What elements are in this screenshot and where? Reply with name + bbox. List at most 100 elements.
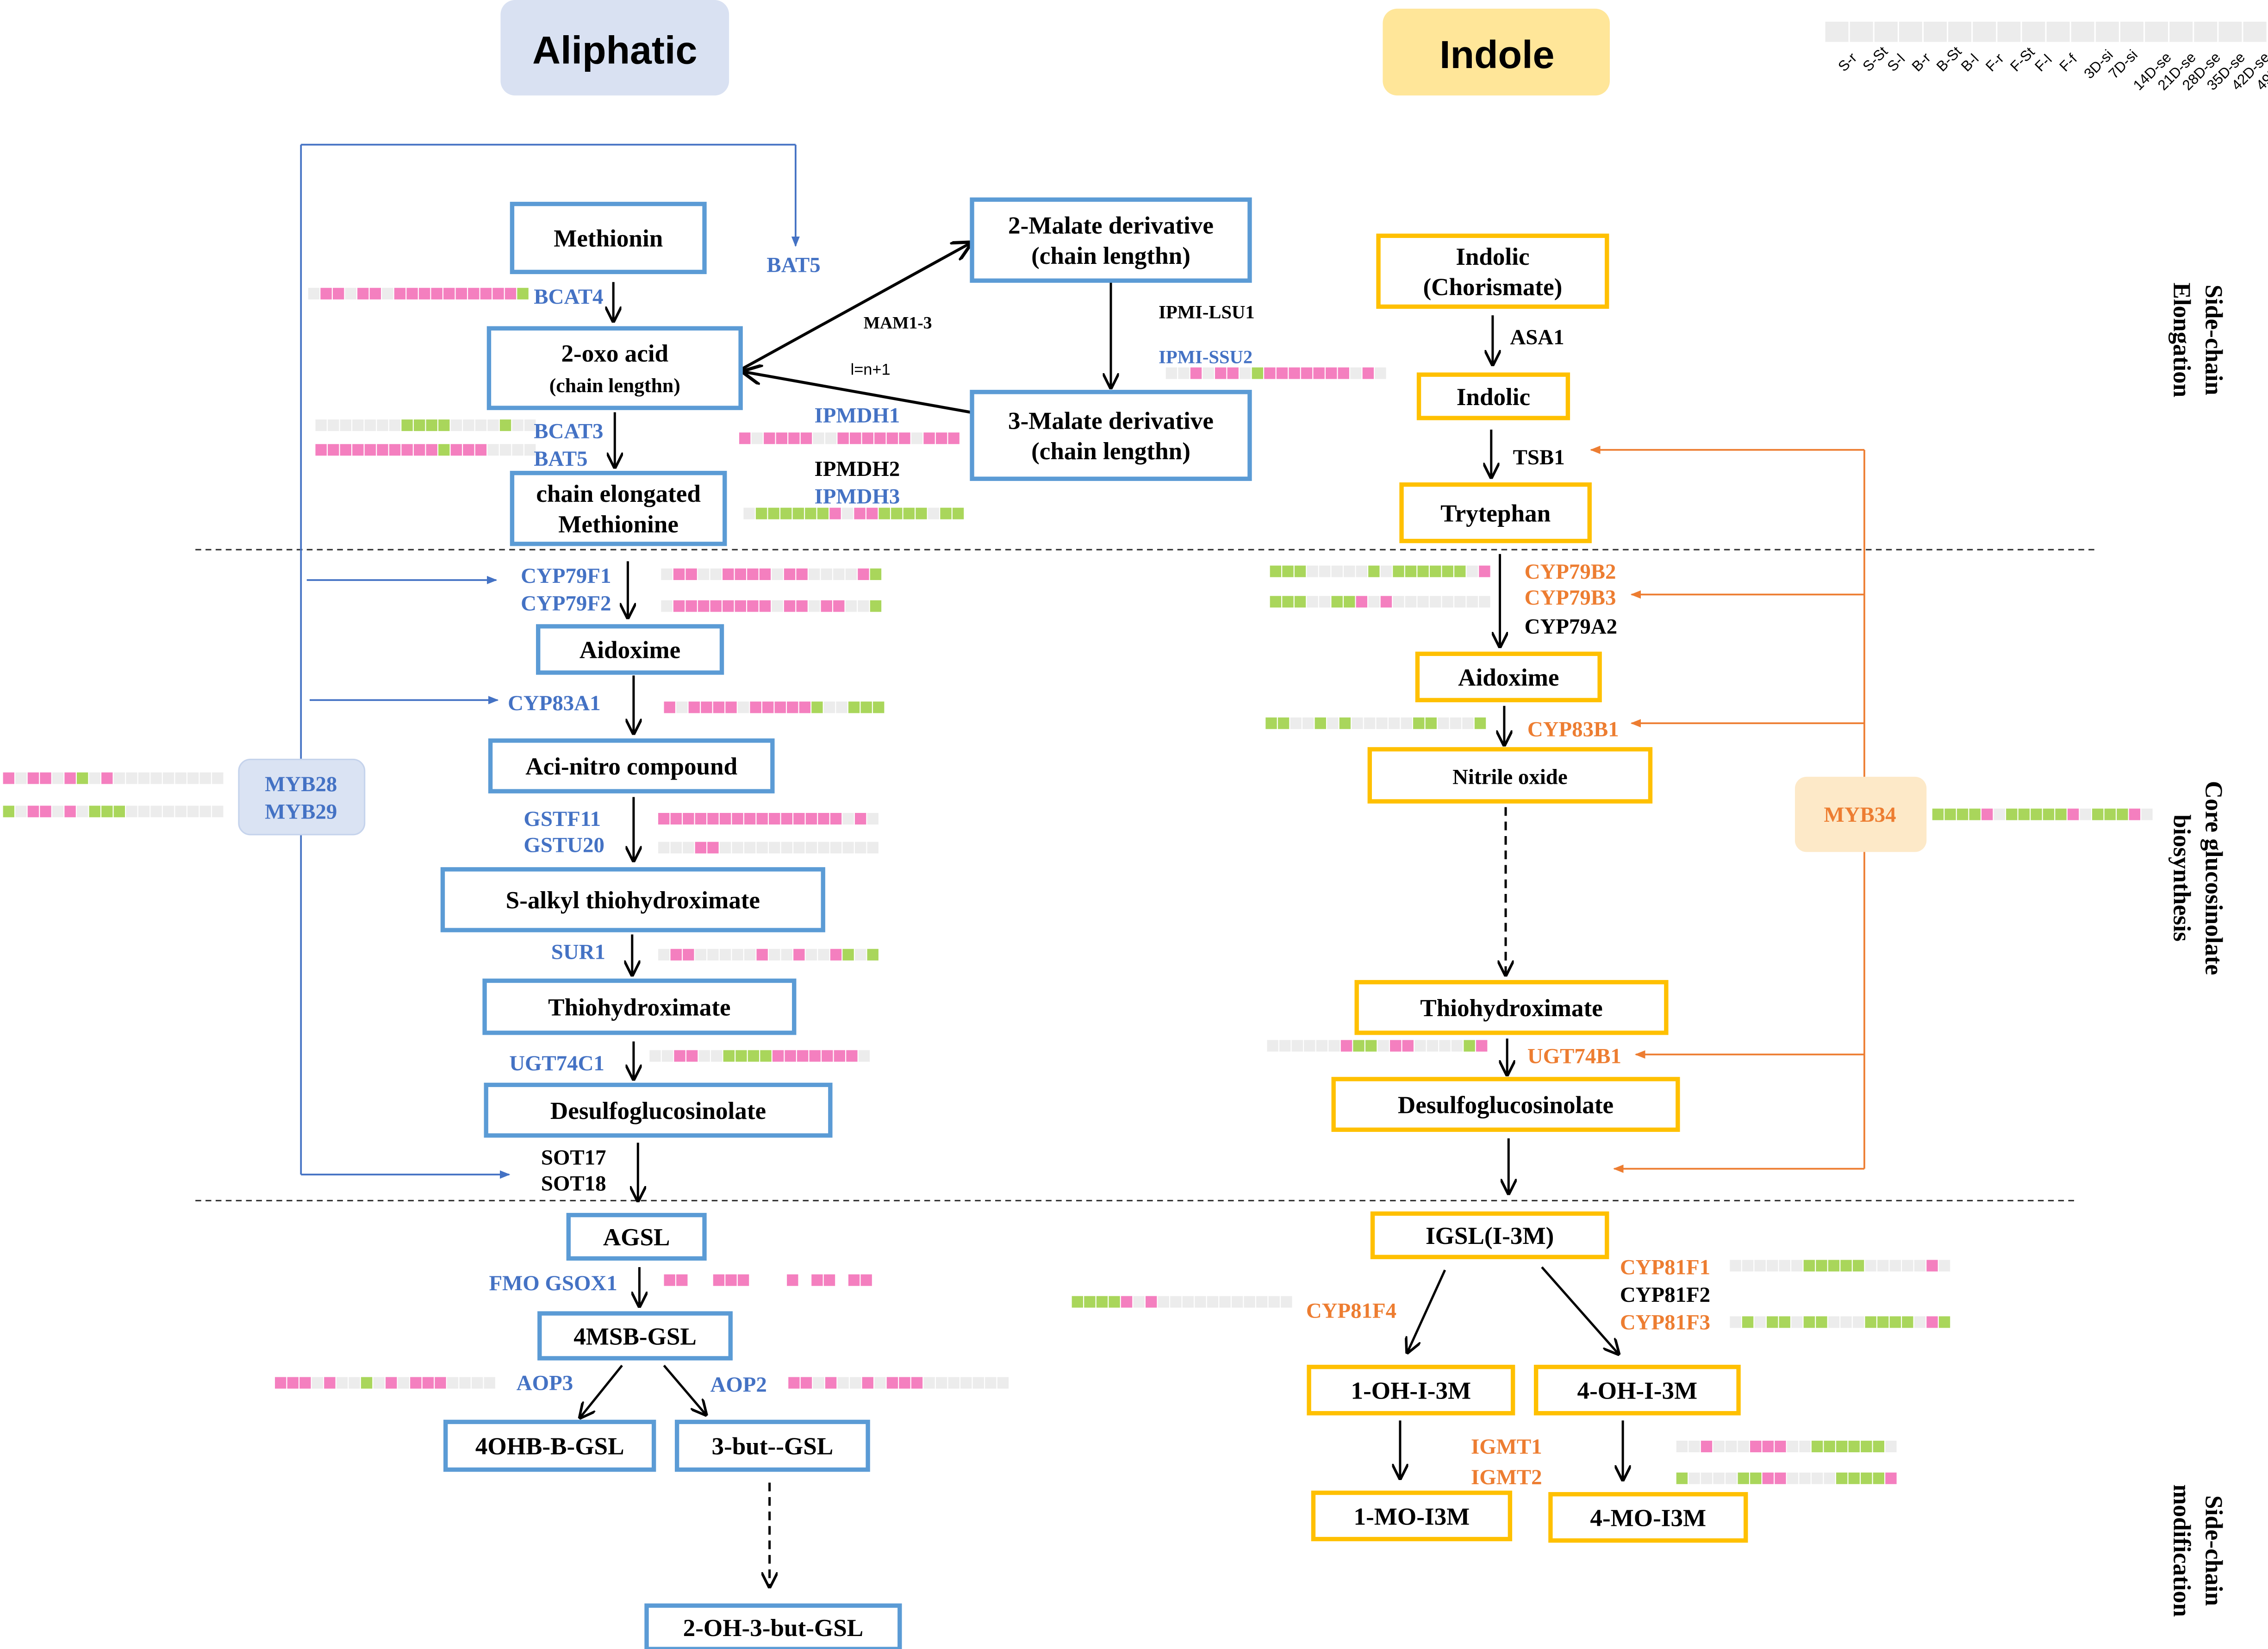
- gene-sur1-heatmap-cell: [805, 949, 817, 961]
- gene-myb29-heatmap-cell: [138, 806, 150, 818]
- gene-myb28-heatmap-cell: [52, 772, 64, 784]
- gene-ugt74b1-heatmap-cell: [1291, 1040, 1303, 1052]
- gene-aop3-heatmap-cell: [398, 1377, 409, 1389]
- gene-fmo-gsox1-heatmap-cell: [688, 1274, 700, 1286]
- node-oxo-acid-label: (chain lengthn): [549, 375, 680, 397]
- gene-ipmi-ssu2-heatmap-cell: [1203, 367, 1214, 379]
- gene-igmt1-heatmap-cell: [1873, 1441, 1885, 1453]
- gene-bcat3-heatmap-cell: [413, 419, 425, 431]
- gene-fmo-gsox1-heatmap-cell: [848, 1274, 860, 1286]
- gene-aop2-heatmap-cell: [972, 1377, 984, 1389]
- legend-cell: [2022, 21, 2045, 42]
- gene-igmt2-heatmap-cell: [1725, 1472, 1737, 1484]
- gene-aop2-heatmap-cell: [923, 1377, 935, 1389]
- gene-myb34-heatmap-cell: [2055, 808, 2067, 820]
- node-mo1-label: 1-MO-I3M: [1354, 1503, 1470, 1530]
- gene-igmt1-heatmap-cell: [1750, 1441, 1762, 1453]
- gene-ipmdh2-label: IPMDH2: [814, 457, 900, 481]
- gene-aop2-heatmap-cell: [899, 1377, 910, 1389]
- gene-cyp79f2-heatmap-cell: [673, 600, 685, 612]
- gene-ipmdh1-heatmap-cell: [874, 432, 886, 444]
- gene-cyp79b2-heatmap-cell: [1282, 565, 1294, 577]
- gene-bcat3-heatmap-cell: [475, 419, 487, 431]
- gene-cyp83a1-heatmap-cell: [873, 701, 885, 713]
- gene-ugt74c1-heatmap-cell: [822, 1050, 833, 1062]
- gene-cyp79b3-heatmap-cell: [1380, 596, 1392, 608]
- gene-cyp79b2-heatmap-cell: [1454, 565, 1466, 577]
- gene-myb34-heatmap-cell: [1981, 808, 1993, 820]
- gene-cyp81f1-heatmap-cell: [1914, 1260, 1926, 1272]
- gene-cyp79f1-heatmap-cell: [673, 568, 685, 580]
- node-agsl-label: AGSL: [603, 1224, 670, 1251]
- gene-cyp79f1-heatmap-cell: [723, 568, 734, 580]
- gene-cyp79f1-heatmap-cell: [833, 568, 845, 580]
- gene-myb28-heatmap-cell: [27, 772, 39, 784]
- gene-ipmdh1-heatmap-cell: [899, 432, 910, 444]
- node-msb-box: [537, 1311, 733, 1361]
- gene-sur1-heatmap-cell: [707, 949, 719, 961]
- gene-bcat3-heatmap-cell: [401, 419, 413, 431]
- gene-aop2-heatmap-cell: [788, 1377, 800, 1389]
- gene-aop3-heatmap-cell: [361, 1377, 373, 1389]
- gene-ugt74b1-heatmap-cell: [1439, 1040, 1451, 1052]
- gene-cyp83b1-heatmap-cell: [1277, 717, 1290, 729]
- gene-myb28-heatmap-cell: [101, 772, 113, 784]
- gene-cyp81f4-heatmap-cell: [1207, 1296, 1219, 1308]
- gene-fmo-gsox1-heatmap-cell: [860, 1274, 872, 1286]
- gene-gstu20-heatmap-cell: [670, 842, 682, 854]
- gene-cyp81f4-label: CYP81F4: [1306, 1299, 1396, 1323]
- gene-aop3-heatmap-cell: [336, 1377, 348, 1389]
- gene-ipmi-lsu1-label: IPMI-LSU1: [1159, 301, 1255, 322]
- node-but-box: [674, 1419, 870, 1472]
- node-malate2-label: (chain lengthn): [1031, 243, 1190, 269]
- gene-myb28-heatmap-cell: [15, 772, 27, 784]
- gene-bcat4-heatmap-cell: [431, 287, 442, 300]
- gene-myb28-heatmap-cell: [150, 772, 162, 784]
- gene-gstu20-label: GSTU20: [523, 833, 604, 857]
- gene-ipmi-ssu2-heatmap-cell: [1350, 367, 1362, 379]
- gene-cyp83b1-heatmap-cell: [1265, 717, 1277, 729]
- node-s-alkyl-label: S-alkyl thiohydroximate: [506, 887, 760, 914]
- node-mo1-box: [1311, 1490, 1513, 1542]
- gene-cyp83a1-label: CYP83A1: [508, 691, 600, 715]
- gene-bcat4-heatmap-cell: [455, 287, 467, 300]
- gene-igmt1-heatmap-cell: [1836, 1441, 1848, 1453]
- legend-cell: [2046, 21, 2070, 42]
- gene-ipmi-ssu2-heatmap-cell: [1301, 367, 1313, 379]
- gene-cyp81f3-heatmap-cell: [1816, 1316, 1827, 1328]
- gene-bcat4-heatmap-cell: [418, 287, 430, 300]
- gene-myb29-heatmap-cell: [175, 806, 187, 818]
- gene-ipmdh3-heatmap-cell: [916, 507, 927, 519]
- gene-ugt74c1-heatmap-cell: [858, 1050, 870, 1062]
- gene-ipmdh3-heatmap-cell: [792, 507, 804, 519]
- gene-gstu20-heatmap-cell: [781, 842, 792, 854]
- gene-sur1-heatmap-cell: [867, 949, 879, 961]
- gene-bcat3-heatmap-cell: [315, 419, 327, 431]
- gene-bcat3-heatmap-cell: [377, 419, 388, 431]
- gene-ipmdh3-heatmap-cell: [743, 507, 755, 519]
- gene-gstf11-heatmap-cell: [793, 813, 805, 824]
- gene-cyp81f3-heatmap-cell: [1766, 1316, 1778, 1328]
- legend-cell: [2145, 21, 2168, 42]
- node-methionin-label: Methionin: [554, 225, 663, 252]
- gene-cyp83b1-heatmap-cell: [1364, 717, 1376, 729]
- gene-fmo-gsox1-heatmap-cell: [799, 1274, 811, 1286]
- gene-cyp83b1-heatmap-cell: [1413, 717, 1425, 729]
- gene-sur1-heatmap-cell: [695, 949, 707, 961]
- gene-bat5-heatmap-cell: [340, 444, 351, 456]
- gene-cyp83a1-heatmap-cell: [787, 701, 798, 713]
- gene-cyp79b2-heatmap-cell: [1393, 565, 1404, 577]
- gene-gstf11-heatmap-cell: [658, 813, 670, 824]
- node-chorismate-label: Indolic: [1456, 244, 1529, 270]
- legend-cell: [2120, 21, 2143, 42]
- gene-ipmdh1-heatmap-cell: [911, 432, 923, 444]
- gene-myb34-heatmap-cell: [2141, 808, 2153, 820]
- gene-cyp79b2-heatmap-cell: [1356, 565, 1367, 577]
- gene-gstf11-heatmap-cell: [867, 813, 879, 824]
- gene-cyp79f2-heatmap-cell: [698, 600, 710, 612]
- gene-bcat4-heatmap-cell: [308, 287, 320, 300]
- gene-bcat3-heatmap-cell: [352, 419, 364, 431]
- legend-label: B-St: [1933, 43, 1965, 75]
- gene-igmt1-heatmap-cell: [1885, 1441, 1897, 1453]
